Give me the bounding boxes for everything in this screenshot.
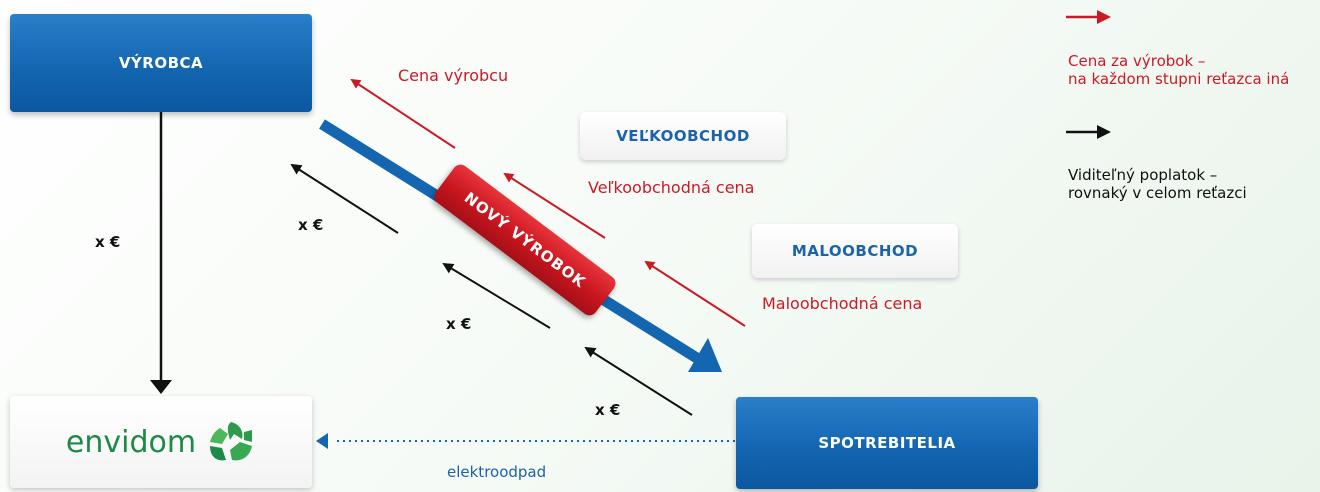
legend-red-line1: Cena za výrobok –: [1068, 52, 1206, 70]
product-flow-arrowhead: [688, 338, 722, 372]
consumers-box: SPOTREBITELIA: [736, 397, 1038, 489]
fee-label-producer: x €: [95, 233, 121, 251]
envidom-logo-text: envidom: [65, 424, 197, 460]
legend-black-line1: Viditeľný poplatok –: [1068, 166, 1218, 184]
legend-black-line2: rovnaký v celom reťazci: [1068, 184, 1247, 202]
legend-black-arrowhead: [1097, 125, 1111, 139]
fee-label-2: x €: [446, 315, 472, 333]
consumers-label: SPOTREBITELIA: [818, 434, 956, 452]
fee-arrow-2: [442, 262, 551, 329]
fee-label-3: x €: [595, 401, 621, 419]
producer-label: VÝROBCA: [118, 54, 204, 72]
retail-box: MALOOBCHOD: [752, 224, 958, 278]
legend-red-text: Cena za výrobok – na každom stupni reťaz…: [1068, 52, 1289, 88]
retail-price-arrow: [644, 260, 746, 327]
producer-fee-arrowhead: [150, 380, 172, 394]
ewaste-arrowhead: [316, 433, 328, 449]
recycle-leaf-icon: [210, 422, 253, 461]
legend-black-text: Viditeľný poplatok – rovnaký v celom reť…: [1068, 166, 1247, 202]
wholesale-price-label: Veľkoobchodná cena: [588, 178, 755, 197]
envidom-box: envidom: [10, 396, 312, 488]
retail-label: MALOOBCHOD: [791, 242, 919, 260]
fee-label-1: x €: [298, 216, 324, 234]
legend-red-arrowhead: [1097, 10, 1111, 24]
ewaste-label: elektroodpad: [447, 463, 547, 481]
producer-box: VÝROBCA: [10, 14, 312, 112]
retail-price-label: Maloobchodná cena: [762, 294, 923, 313]
fee-arrow-1: [290, 163, 399, 234]
wholesale-price-arrow: [503, 172, 606, 239]
wholesale-label: VEĽKOOBCHOD: [616, 127, 750, 145]
producer-price-label: Cena výrobcu: [398, 66, 509, 85]
fee-arrow-3: [584, 346, 693, 416]
legend-red-line2: na každom stupni reťazca iná: [1068, 70, 1290, 88]
wholesale-box: VEĽKOOBCHOD: [580, 112, 786, 160]
producer-price-arrow: [350, 78, 456, 149]
